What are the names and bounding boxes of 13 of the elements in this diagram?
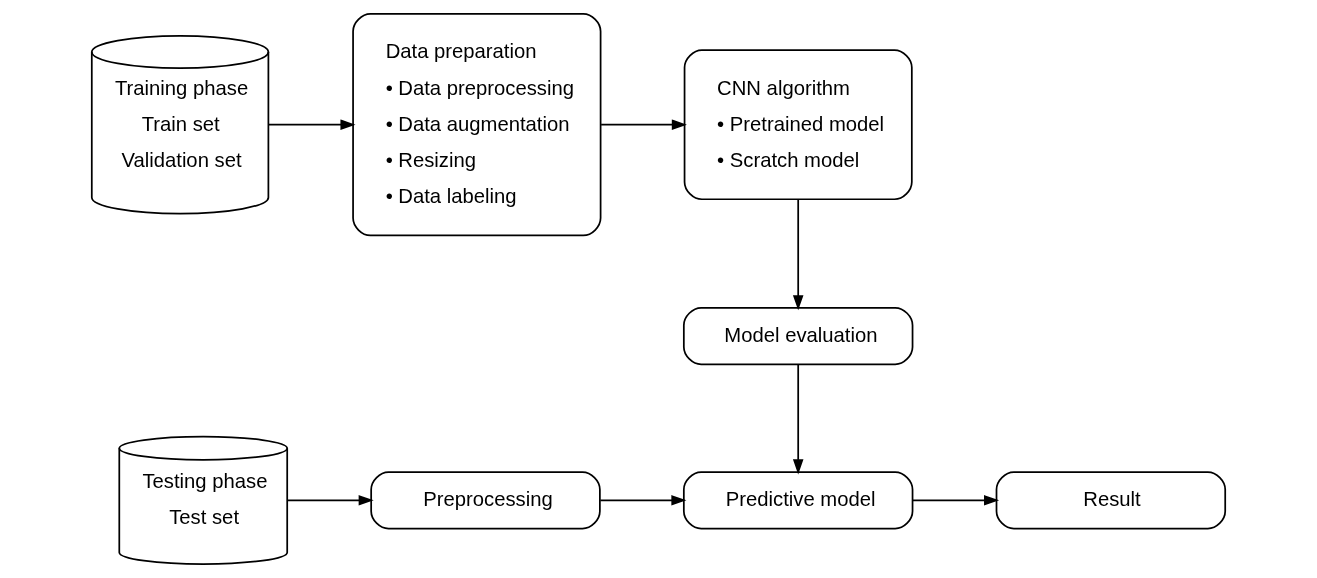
arrow	[792, 198, 804, 311]
arrow	[286, 495, 374, 506]
arrow	[267, 119, 356, 130]
node-box: Model evaluation	[682, 306, 914, 366]
node-box: Result	[995, 471, 1227, 530]
arrow	[600, 119, 687, 130]
arrow	[912, 495, 1000, 506]
arrow	[599, 495, 687, 506]
node-box: Predictive model	[682, 471, 914, 530]
node-box: Data preparation • Data preprocessing • Data augmentation • Resizing • Data labeling	[352, 13, 602, 237]
node-box: Preprocessing	[370, 471, 601, 530]
arrow	[792, 363, 804, 475]
node-box: CNN algorithm • Pretrained model • Scratch model	[683, 49, 913, 201]
